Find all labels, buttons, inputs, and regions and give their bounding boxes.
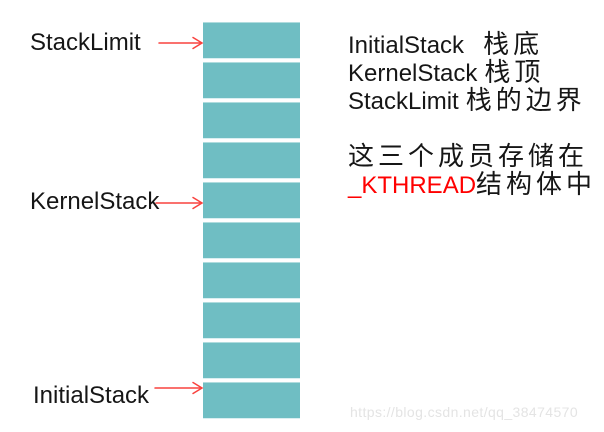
stack-cell [203, 302, 300, 339]
legend-entry-zh: 栈的边界 [465, 86, 586, 115]
arrow-stacklimit-icon [158, 36, 204, 50]
stack-cell [203, 62, 300, 99]
legend-entry-en: InitialStack [348, 32, 465, 59]
stack-cell [203, 142, 300, 179]
stack-column [203, 22, 300, 422]
initialstack-label: InitialStack [33, 382, 150, 409]
stack-cell [203, 102, 300, 139]
legend-entry-zh: 栈顶 [484, 58, 545, 87]
arrow-initialstack-icon [154, 381, 204, 395]
note-text: 这三个成员存储在 [348, 142, 589, 171]
stack-cell [203, 182, 300, 219]
legend-entry-en: KernelStack [348, 60, 478, 87]
stacklimit-label: StackLimit [30, 29, 141, 56]
legend-entry-en: StackLimit [348, 88, 459, 115]
note-line-2: _KTHREAD结构体中 [348, 170, 597, 200]
note-line-1: 这三个成员存储在 [348, 143, 596, 171]
stack-cell [203, 382, 300, 419]
kthread-red-text: _KTHREAD [348, 172, 477, 199]
note-text-rest: 结构体中 [476, 170, 597, 199]
legend-entry-initialstack: InitialStack 栈底 [348, 30, 596, 60]
kernelstack-label: KernelStack [30, 188, 160, 215]
legend-spacer [348, 115, 596, 143]
arrow-kernelstack-icon [155, 196, 204, 210]
legend-entry-zh: 栈底 [483, 30, 544, 59]
stack-cell [203, 262, 300, 299]
watermark-url: https://blog.csdn.net/qq_38474570 [350, 404, 579, 420]
stack-cell [203, 342, 300, 379]
stack-cell [203, 222, 300, 259]
stack-cell [203, 22, 300, 59]
